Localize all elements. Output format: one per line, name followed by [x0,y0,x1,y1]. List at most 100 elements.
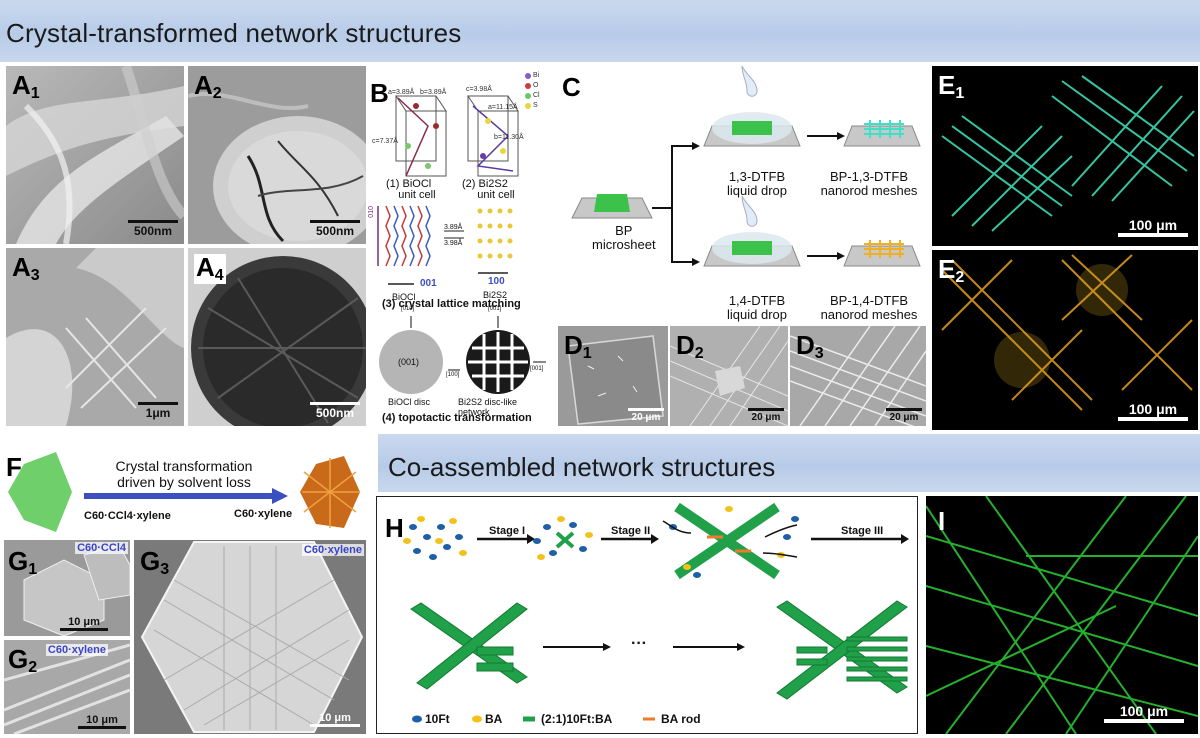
panel-a3-label: A3 [12,252,40,284]
middle-section-title: Co-assembled network structures [388,452,776,482]
caption-unit-cell-2: (2) Bi2S2 unit cell [462,178,515,201]
sem-image-a3 [6,248,184,426]
panel-d1-image: D1 20 μm [558,326,668,426]
cell1-param-c: c=7.37Å [372,138,398,145]
panel-e2-scalebar: 100 μm [1118,401,1188,422]
co-assembly-schematic-h [403,502,909,723]
axis-010: [010] [401,306,415,312]
g3-tag: C60·xylene [301,544,364,556]
lattice-right-name: Bi2S2 [483,290,508,300]
panel-a3-image: A3 1μm [6,248,184,426]
crystal-schematic-b [377,73,546,394]
cell2-param-a: a=11.15Å [488,104,518,111]
legend-ba-rod: BA rod [661,712,701,726]
panel-a4-label: A4 [194,252,226,284]
fluorescence-image-e1 [932,66,1198,246]
panel-i-image: I 100 μm [926,496,1198,734]
sem-image-a1 [6,66,184,244]
panel-d2-image: D2 20 μm [670,326,788,426]
f-right-label: C60·xylene [234,508,293,520]
legend-ba: BA [485,712,503,726]
top-section-title: Crystal-transformed network structures [6,18,462,48]
panel-d2-scalebar: 20 μm [748,408,784,423]
axis-001-right: [001] [530,366,544,372]
fluorescence-image-e2 [932,250,1198,430]
panel-g3-label: G3 [140,546,170,578]
panel-c-label: C [562,72,581,102]
stage-1-label: Stage I [489,525,526,537]
top-section-banner [0,0,1200,62]
panel-d2-label: D2 [676,330,704,362]
panel-a3-scalebar: 1μm [138,402,178,420]
panel-a4-scalebar: 500nm [310,402,360,420]
legend-10ft: 10Ft [425,712,450,726]
transformation-schematic-f [8,452,360,532]
panel-a2-scalebar: 500nm [310,220,360,238]
panel-d3-scalebar: 20 μm [886,408,922,423]
lattice-match-1: 3.89Å [444,224,463,231]
caption-unit-cell-1: (1) BiOCl unit cell [386,178,436,201]
panel-g2-scalebar: 10 μm [78,714,126,730]
panel-g1-label: G1 [8,546,38,578]
panel-g2-image: G2 C60·xylene 10 μm [4,640,130,734]
lattice-right-dir: 100 [488,276,505,287]
cell1-param-a: a=3.89Å [388,89,415,96]
panel-i-label: I [938,506,946,536]
panel-a1-scalebar: 500nm [128,220,178,238]
legend-co-crystal: (2:1)10Ft:BA [541,712,613,726]
g1-tag: C60·CCl4 [75,542,128,554]
sem-image-d3 [790,326,926,426]
panel-a1-image: A1 500nm [6,66,184,244]
fluorescence-image-i [926,496,1198,734]
tem-image-a4 [188,248,366,426]
panel-e2-image: E2 100 μm [932,250,1198,430]
panel-e2-label: E2 [938,254,965,286]
panel-e1-scalebar: 100 μm [1118,217,1188,238]
panel-g3-scalebar: 10 μm [310,712,360,728]
lattice-axis-010: 010 [368,206,375,218]
panel-e1-image: E1 100 μm [932,66,1198,246]
caption-lattice-matching: (3) crystal lattice matching [382,298,521,310]
panel-h: H [376,496,918,734]
process-schematic-c [571,66,921,267]
panel-e1-label: E1 [938,70,965,102]
lattice-left-dir: 001 [420,278,437,289]
axis-100: [100] [446,372,460,378]
panel-g2-label: G2 [8,644,38,676]
disc-caption-right: Bi2S2 disc-like network [458,397,518,417]
panel-a2-image: A2 500nm [188,66,366,244]
cell2-param-b: b=11.30Å [494,134,524,141]
f-left-label: C60·CCl4·xylene [84,510,171,522]
panel-d1-scalebar: 20 μm [628,408,664,423]
panel-d3-image: D3 20 μm [790,326,926,426]
cell2-param-c: c=3.98Å [466,86,492,93]
panel-g3-image: G3 C60·xylene 10 μm [134,540,366,734]
panel-i-scalebar: 100 μm [1104,703,1184,724]
panel-b: B [368,66,548,432]
disc-label: (001) [398,357,420,367]
stage-3-label: Stage III [841,525,884,537]
lattice-match-2: 3.98Å [444,240,463,247]
axis-001-top: [001] [488,306,502,312]
g2-tag: C60·xylene [45,644,108,656]
caption-topotactic: (4) topotactic transformation [382,412,532,424]
sem-image-g1 [4,540,130,636]
panel-f-label: F [6,452,22,482]
tem-image-a2 [188,66,366,244]
panel-d3-label: D3 [796,330,824,362]
panel-a4-image: A4 500nm [188,248,366,426]
disc-caption-left: BiOCl disc [388,397,431,407]
panel-a2-label: A2 [194,70,222,102]
panel-d1-label: D1 [564,330,592,362]
panel-b-label: B [370,78,389,108]
panel-g1-scalebar: 10 μm [60,616,108,632]
stage-2-label: Stage II [611,525,651,537]
middle-section-banner [378,434,1200,492]
